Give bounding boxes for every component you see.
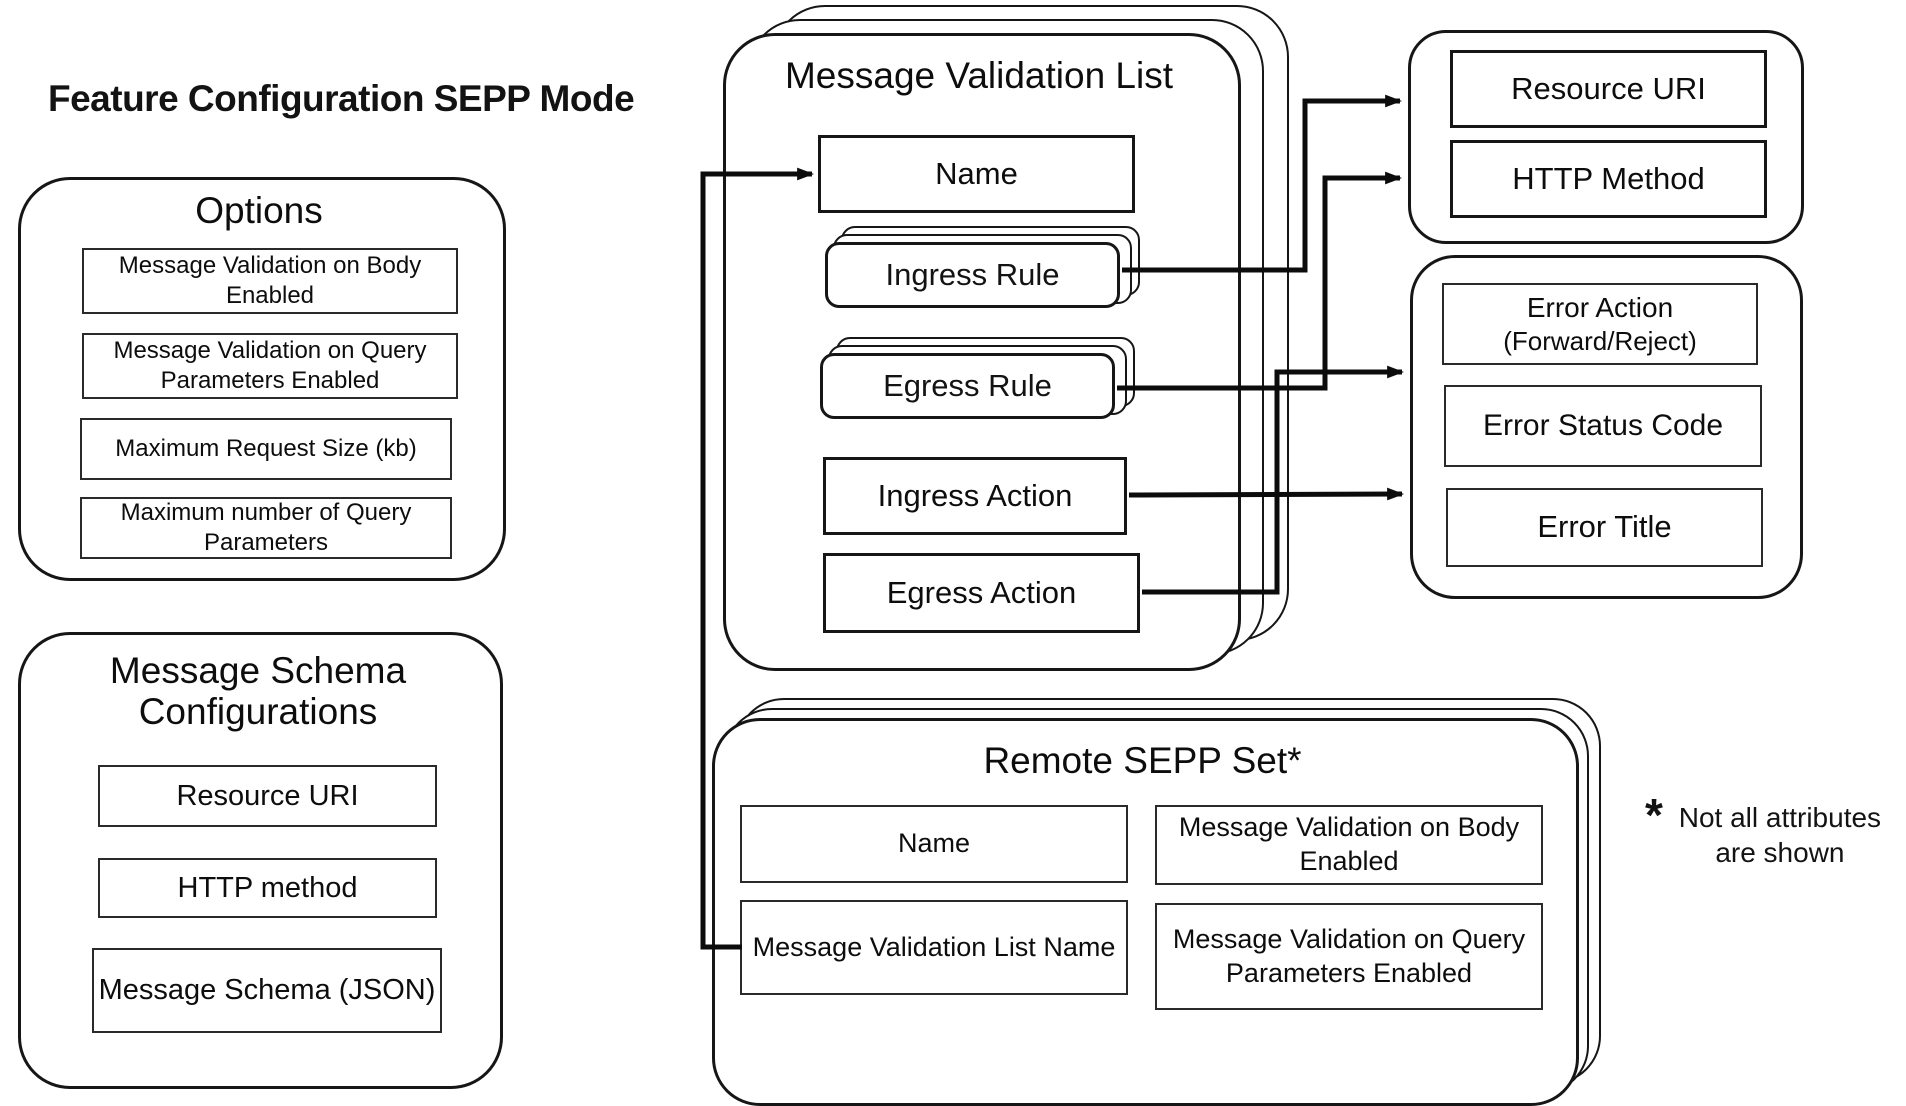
footnote: * Not all attributes are shown xyxy=(1645,792,1906,870)
schema-resource-uri: Resource URI xyxy=(98,765,437,827)
ingress-action-box: Ingress Action xyxy=(823,457,1127,535)
schema-http-method: HTTP method xyxy=(98,858,437,918)
ingress-rule-box: Ingress Rule xyxy=(825,242,1120,308)
mvl-name-box: Name xyxy=(818,135,1135,213)
rule-resource-uri-box: Resource URI xyxy=(1450,50,1767,128)
option-mv-query-enabled: Message Validation on Query Parameters E… xyxy=(82,333,458,399)
remote-sepp-mv-query-box: Message Validation on Query Parameters E… xyxy=(1155,903,1543,1010)
option-max-request-size: Maximum Request Size (kb) xyxy=(80,418,452,480)
error-action-line1: Error Action xyxy=(1526,292,1674,324)
schema-message-schema-json: Message Schema (JSON) xyxy=(92,948,442,1033)
remote-sepp-title: Remote SEPP Set* xyxy=(983,740,1302,781)
remote-sepp-name-box: Name xyxy=(740,805,1128,883)
page-title: Feature Configuration SEPP Mode xyxy=(48,78,635,119)
rule-http-method-box: HTTP Method xyxy=(1450,140,1767,218)
egress-action-box: Egress Action xyxy=(823,553,1140,633)
footnote-asterisk: * xyxy=(1645,789,1663,841)
egress-rule-box: Egress Rule xyxy=(820,353,1115,419)
option-max-query-parameters: Maximum number of Query Parameters xyxy=(80,497,452,559)
remote-sepp-validation-list-name-box: Message Validation List Name xyxy=(740,900,1128,995)
remote-sepp-mv-body-box: Message Validation on Body Enabled xyxy=(1155,805,1543,885)
option-mv-body-enabled: Message Validation on Body Enabled xyxy=(82,248,458,314)
message-schema-panel-title: Message Schema Configurations xyxy=(109,650,407,733)
error-action-line2: (Forward/Reject) xyxy=(1503,326,1697,357)
options-panel-title: Options xyxy=(195,190,323,231)
footnote-text: Not all attributes are shown xyxy=(1678,802,1882,868)
error-action-box: Error Action (Forward/Reject) xyxy=(1442,283,1758,365)
error-status-code-box: Error Status Code xyxy=(1444,385,1762,467)
error-title-box: Error Title xyxy=(1446,488,1763,567)
message-validation-list-title: Message Validation List xyxy=(784,55,1174,96)
